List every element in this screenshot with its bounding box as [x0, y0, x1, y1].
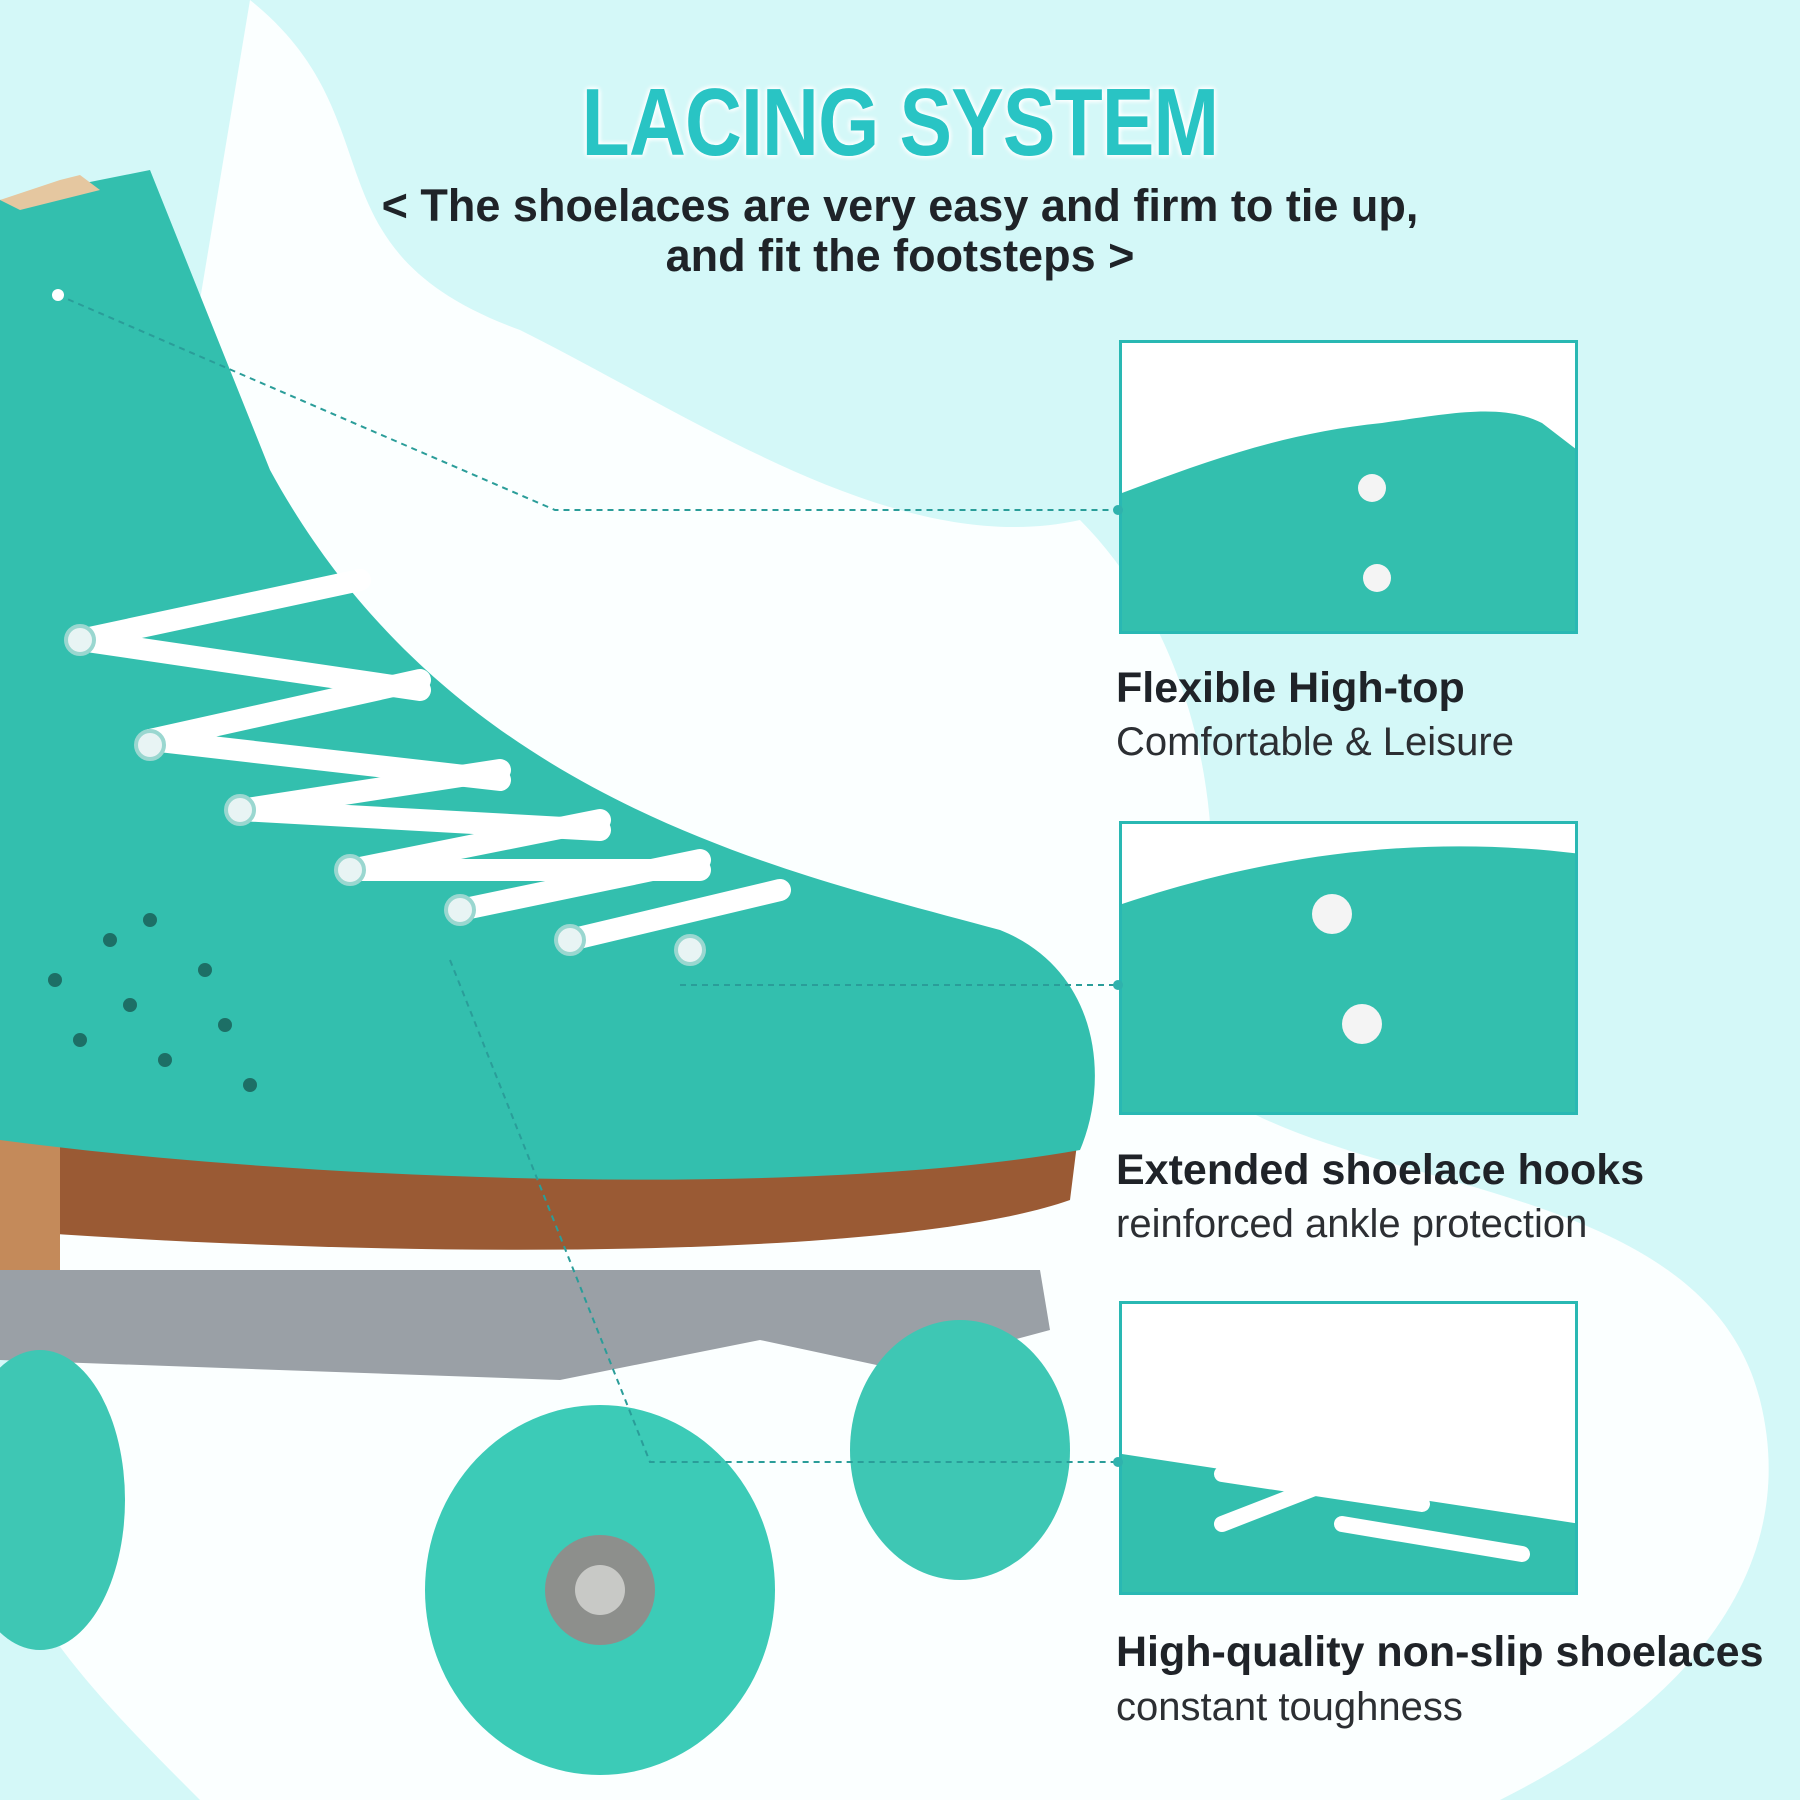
feature-description: reinforced ankle protection	[1116, 1202, 1588, 1246]
subtitle-line-2: and fit the footsteps >	[665, 230, 1135, 281]
feature-title: Extended shoelace hooks	[1116, 1146, 1645, 1194]
high-top-detail-image	[1119, 340, 1578, 634]
callout-dot	[1113, 505, 1123, 515]
page-title: LACING SYSTEM	[581, 69, 1219, 176]
eyelets	[64, 624, 706, 966]
feature-description: Comfortable & Leisure	[1116, 720, 1514, 764]
callout-dot	[1113, 1457, 1123, 1467]
perforations	[48, 913, 257, 1092]
shoelace-hooks-detail-image	[1119, 821, 1578, 1115]
callout-lines	[57, 294, 1118, 1463]
subtitle-line-1: < The shoelaces are very easy and firm t…	[381, 180, 1419, 231]
rear-wheel	[0, 1350, 125, 1650]
feature-description: constant toughness	[1116, 1685, 1463, 1729]
callout-dot	[1113, 980, 1123, 990]
shoelaces-detail-image	[1119, 1301, 1578, 1595]
front-wheel-back	[850, 1320, 1070, 1580]
shoelaces	[69, 569, 791, 951]
feature-title: High-quality non-slip shoelaces	[1116, 1628, 1764, 1676]
feature-title: Flexible High-top	[1116, 664, 1465, 712]
skate-boot	[0, 170, 1095, 1180]
skate-plate	[0, 1270, 1050, 1380]
